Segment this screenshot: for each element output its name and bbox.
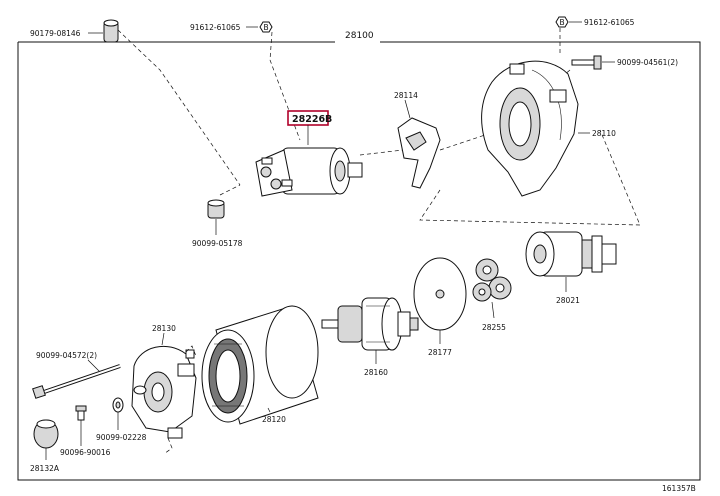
figure-number: 161357B [662,484,696,493]
label-28177: 28177 [428,348,452,357]
lever-28114 [397,117,441,189]
washer-90099-02228-icon [112,397,124,413]
label-90096-90016: 90096-90016 [60,448,111,457]
label-90099-04561: 90099-04561(2) [617,58,678,67]
label-28130: 28130 [152,324,176,333]
label-90179-08146: 90179-08146 [30,29,81,38]
hex-mark-icon: B [259,21,273,33]
label-28110: 28110 [592,129,616,138]
assembly-frame [17,41,701,481]
label-28160: 28160 [364,368,388,377]
svg-text:B: B [560,18,565,27]
label-28226b: 28226B [292,114,332,125]
armature-28160 [321,297,419,351]
through-bolt-90099-04572 [32,364,121,399]
label-90099-02228: 90099-02228 [96,433,147,442]
label-28132a: 28132A [30,464,60,473]
screw-90096-90016-icon [75,405,87,421]
plate-28177 [413,257,467,331]
drive-housing-28110 [481,60,579,197]
yoke-28120 [201,305,319,425]
svg-text:B: B [264,23,269,32]
bolt-90099-04561-icon [571,55,602,70]
label-91612-61065-left: 91612-61065 [190,23,241,32]
label-90099-04572: 90099-04572(2) [36,351,97,360]
hex-mark-icon: B [555,16,569,28]
label-28255: 28255 [482,323,506,332]
starter-clutch-28021 [525,231,617,277]
label-28100: 28100 [345,31,374,41]
label-28021: 28021 [556,296,580,305]
label-91612-61065-right: 91612-61065 [584,18,635,27]
nut-90099-05178-icon [207,199,225,219]
label-28120: 28120 [262,415,286,424]
end-frame-28130 [131,345,197,439]
planetary-gears-28255 [472,258,512,302]
label-90099-05178: 90099-05178 [192,239,243,248]
cap-28132a [33,419,59,449]
nut-90179-icon [103,19,119,43]
label-28114: 28114 [394,91,418,100]
solenoid-switch-28226b [255,147,363,197]
